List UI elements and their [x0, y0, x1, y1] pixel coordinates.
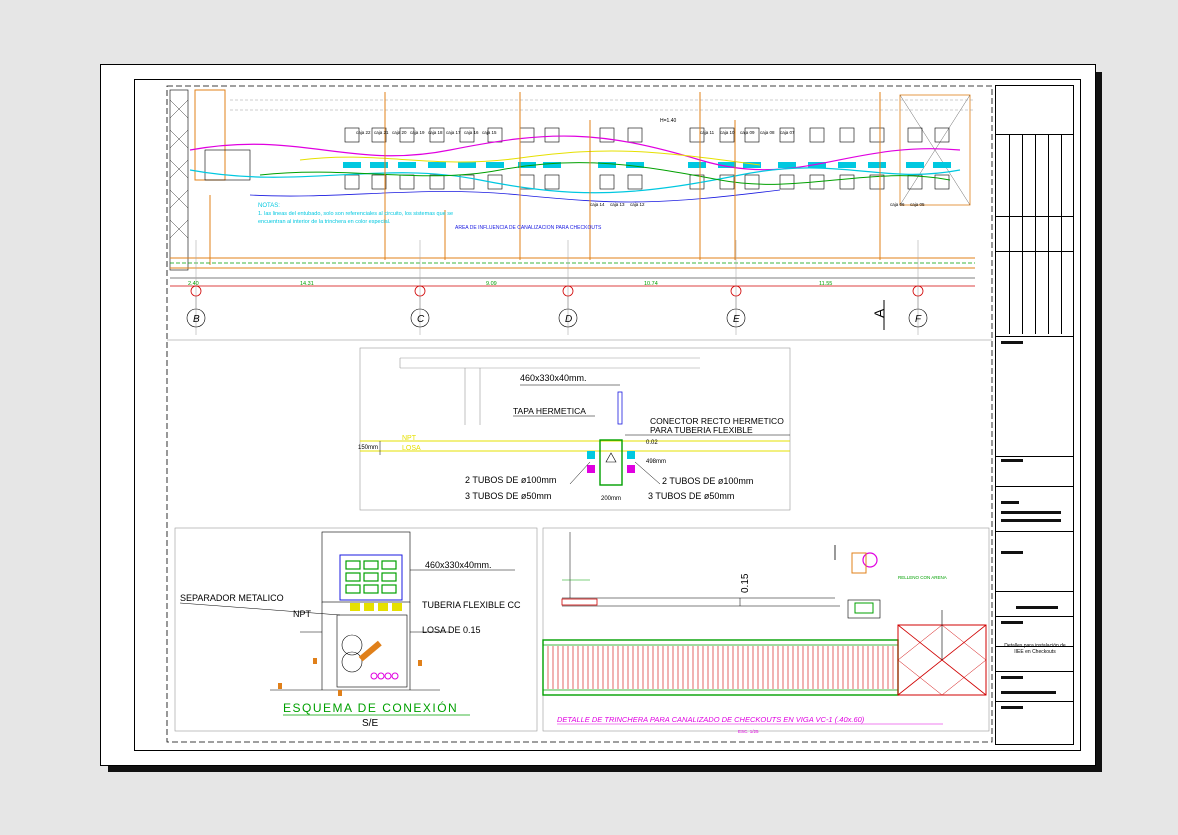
grid-letter: B: [193, 314, 200, 325]
caja-label: caja 07: [780, 130, 795, 135]
dimension-label: 11.55: [819, 281, 832, 287]
relleno-label: RELLENO CON ARENA: [898, 575, 947, 580]
npt-center: NPT: [402, 435, 417, 442]
tapa-label: TAPA HERMETICA: [513, 406, 586, 416]
caja-label: caja 15: [482, 130, 497, 135]
center-box-size: 460x330x40mm.: [520, 373, 587, 383]
trinchera-title: DETALLE DE TRINCHERA PARA CANALIZADO DE …: [557, 715, 865, 724]
caja-label: caja 20: [392, 130, 407, 135]
title-block: Detalles para instalación de IIEE en Che…: [995, 85, 1074, 745]
dim-002: 0.02: [646, 440, 658, 446]
drawing-frame: [134, 79, 1081, 751]
grid-letter: D: [565, 314, 572, 325]
left-box-size: 460x330x40mm.: [425, 560, 492, 570]
h-label: H=1.40: [660, 118, 676, 124]
grid-letter: F: [915, 314, 922, 325]
dim-015: 0.15: [740, 573, 751, 593]
losa-center: LOSA: [402, 445, 421, 452]
notes-line-1: 1. las lineas del entubado, solo son ref…: [258, 211, 453, 217]
caja-label: caja 13: [610, 202, 625, 207]
caja-label: caja 09: [740, 130, 755, 135]
caja-label: caja 10: [720, 130, 735, 135]
caja-label: caja 22: [356, 130, 371, 135]
grid-letter: E: [733, 314, 740, 325]
title-desc-line-1: Detalles para instalación de: [1004, 643, 1066, 649]
detail-center: 460x330x40mm. TAPA HERMETICA CONECTOR RE…: [358, 347, 791, 511]
caja-label: caja 16: [464, 130, 479, 135]
tubos-100-left: 2 TUBOS DE ø100mm: [465, 475, 556, 485]
conector-line-2: PARA TUBERIA FLEXIBLE: [650, 425, 753, 435]
dimension-label: 10.74: [644, 281, 658, 287]
npt-left: NPT: [293, 609, 312, 619]
separador-label: SEPARADOR METALICO: [180, 593, 284, 603]
caja-label: caja 12: [630, 202, 645, 207]
losa-left: LOSA DE 0.15: [422, 625, 481, 635]
conector-line-1: CONECTOR RECTO HERMETICO: [650, 416, 784, 426]
notes-title: NOTAS:: [258, 203, 280, 209]
tubos-50-right: 3 TUBOS DE ø50mm: [648, 491, 734, 501]
influence-label: AREA DE INFLUENCIA DE CANALIZACION PARA …: [455, 225, 602, 231]
caja-label: caja 11: [700, 130, 715, 135]
tuberia-label: TUBERIA FLEXIBLE CC: [422, 600, 521, 610]
detail-left: 460x330x40mm. SEPARADOR METALICO TUBERIA…: [174, 527, 538, 732]
dim-498: 498mm: [646, 459, 666, 465]
caja-label: caja 05: [910, 202, 925, 207]
title-desc-line-2: IIEE en Checkouts: [1014, 649, 1056, 655]
trinchera-scale: ESC. 1/25: [738, 729, 759, 734]
caja-label: caja 06: [890, 202, 905, 207]
caja-label: caja 14: [590, 202, 605, 207]
dimension-label: 9.09: [486, 281, 497, 287]
caja-label: caja 18: [428, 130, 443, 135]
tubos-100-right: 2 TUBOS DE ø100mm: [662, 476, 753, 486]
dimension-label: 2.40: [188, 281, 199, 287]
dim-200: 200mm: [601, 496, 621, 502]
esquema-subtitle: S/E: [362, 718, 378, 729]
tubos-50-left: 3 TUBOS DE ø50mm: [465, 491, 551, 501]
dim-150: 150mm: [358, 445, 378, 451]
grid-letter: C: [417, 314, 425, 325]
plan-view: NOTAS: 1. las lineas del entubado, solo …: [169, 89, 975, 335]
esquema-title: ESQUEMA DE CONEXIÓN: [283, 700, 458, 715]
detail-right: 0.15 RELLENO CON ARENA DETALLE DE TRINCH…: [542, 527, 990, 734]
caja-label: caja 19: [410, 130, 425, 135]
section-mark: A: [871, 308, 887, 318]
caja-label: caja 21: [374, 130, 389, 135]
caja-label: caja 08: [760, 130, 775, 135]
notes-line-2: encuentran al interior de la trinchera e…: [258, 219, 391, 225]
caja-label: caja 17: [446, 130, 461, 135]
dimension-label: 14.31: [300, 281, 314, 287]
